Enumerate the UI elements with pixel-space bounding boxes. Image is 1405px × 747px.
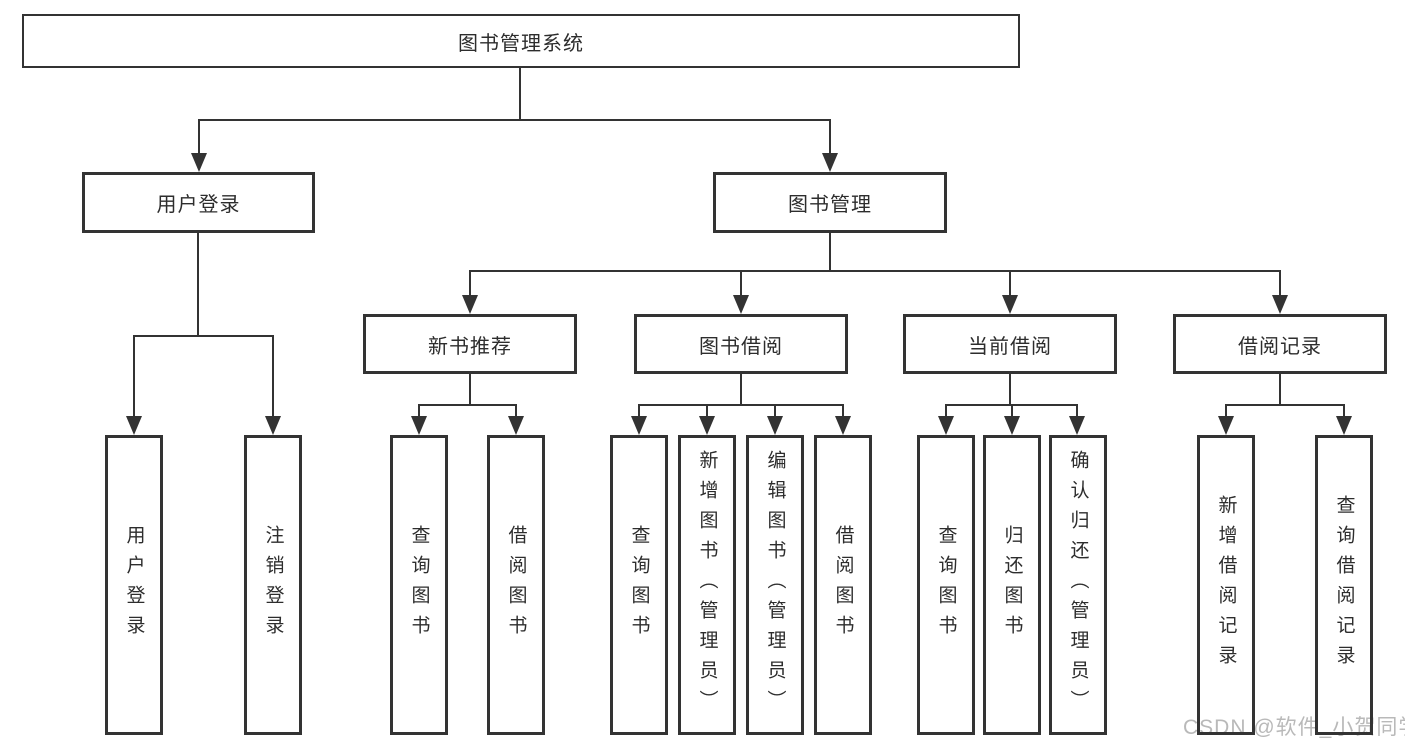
arrowhead-down bbox=[1002, 295, 1018, 314]
node-label: 图书管理系统 bbox=[458, 32, 584, 55]
arrowhead-down bbox=[126, 416, 142, 435]
connector-line bbox=[1225, 404, 1345, 406]
leaf-edit-books-admin: 编辑图书（管理员） bbox=[746, 435, 804, 735]
leaf-query-books: 查询图书 bbox=[390, 435, 448, 735]
connector-line bbox=[1076, 404, 1078, 418]
connector-line bbox=[197, 233, 199, 337]
node-label: 新书推荐 bbox=[428, 335, 512, 358]
connector-line bbox=[198, 119, 200, 157]
connector-line bbox=[706, 404, 708, 418]
connector-line bbox=[133, 335, 274, 337]
connector-line bbox=[418, 404, 517, 406]
connector-line bbox=[945, 404, 947, 418]
connector-line bbox=[829, 233, 831, 272]
connector-line bbox=[418, 404, 420, 418]
leaf-query-borrow-record: 查询借阅记录 bbox=[1315, 435, 1373, 735]
arrowhead-down bbox=[265, 416, 281, 435]
arrowhead-down bbox=[1272, 295, 1288, 314]
leaf-borrow-books-2: 借阅图书 bbox=[814, 435, 872, 735]
arrowhead-down bbox=[1336, 416, 1352, 435]
connector-line bbox=[638, 404, 844, 406]
connector-line bbox=[1011, 404, 1013, 418]
node-label: 查询图书 bbox=[935, 525, 957, 645]
arrowhead-down bbox=[1218, 416, 1234, 435]
arrowhead-down bbox=[733, 295, 749, 314]
node-label: 借阅记录 bbox=[1238, 335, 1322, 358]
arrowhead-down bbox=[822, 153, 838, 172]
connector-line bbox=[515, 404, 517, 418]
node-user-login: 用户登录 bbox=[82, 172, 315, 233]
node-label: 确认归还（管理员） bbox=[1067, 450, 1089, 720]
arrowhead-down bbox=[191, 153, 207, 172]
node-label: 编辑图书（管理员） bbox=[764, 450, 786, 720]
arrowhead-down bbox=[508, 416, 524, 435]
node-label: 查询借阅记录 bbox=[1333, 495, 1355, 675]
node-label: 借阅图书 bbox=[832, 525, 854, 645]
node-borrow-records: 借阅记录 bbox=[1173, 314, 1387, 374]
leaf-add-books-admin: 新增图书（管理员） bbox=[678, 435, 736, 735]
connector-line bbox=[519, 68, 521, 120]
node-current-borrow: 当前借阅 bbox=[903, 314, 1117, 374]
node-label: 查询图书 bbox=[408, 525, 430, 645]
node-label: 注销登录 bbox=[262, 525, 284, 645]
leaf-return-books: 归还图书 bbox=[983, 435, 1041, 735]
connector-line bbox=[740, 270, 742, 296]
connector-line bbox=[1279, 374, 1281, 406]
connector-line bbox=[1009, 270, 1011, 296]
connector-line bbox=[469, 270, 1281, 272]
node-label: 图书管理 bbox=[788, 194, 872, 216]
connector-line bbox=[198, 119, 831, 121]
node-book-management: 图书管理 bbox=[713, 172, 947, 233]
arrowhead-down bbox=[462, 295, 478, 314]
connector-line bbox=[638, 404, 640, 418]
arrowhead-down bbox=[1069, 416, 1085, 435]
connector-line bbox=[133, 335, 135, 417]
arrowhead-down bbox=[1004, 416, 1020, 435]
connector-line bbox=[272, 335, 274, 417]
node-new-book-recommend: 新书推荐 bbox=[363, 314, 577, 374]
arrowhead-down bbox=[938, 416, 954, 435]
node-label: 用户登录 bbox=[123, 525, 145, 645]
connector-line bbox=[1009, 374, 1011, 406]
connector-line bbox=[469, 270, 471, 296]
node-label: 查询图书 bbox=[628, 525, 650, 645]
node-label: 借阅图书 bbox=[505, 525, 527, 645]
leaf-logout-login: 注销登录 bbox=[244, 435, 302, 735]
connector-line bbox=[829, 119, 831, 157]
connector-line bbox=[1225, 404, 1227, 418]
leaf-user-login: 用户登录 bbox=[105, 435, 163, 735]
arrowhead-down bbox=[411, 416, 427, 435]
connector-line bbox=[1343, 404, 1345, 418]
node-label: 图书借阅 bbox=[699, 335, 783, 358]
arrowhead-down bbox=[699, 416, 715, 435]
arrowhead-down bbox=[767, 416, 783, 435]
node-label: 新增借阅记录 bbox=[1215, 495, 1237, 675]
connector-line bbox=[469, 374, 471, 406]
node-label: 新增图书（管理员） bbox=[696, 450, 718, 720]
leaf-add-borrow-record: 新增借阅记录 bbox=[1197, 435, 1255, 735]
leaf-confirm-return-admin: 确认归还（管理员） bbox=[1049, 435, 1107, 735]
connector-line bbox=[1279, 270, 1281, 296]
leaf-query-books-3: 查询图书 bbox=[917, 435, 975, 735]
node-book-borrow: 图书借阅 bbox=[634, 314, 848, 374]
connector-line bbox=[842, 404, 844, 418]
node-label: 用户登录 bbox=[156, 194, 241, 216]
arrowhead-down bbox=[631, 416, 647, 435]
node-label: 归还图书 bbox=[1001, 525, 1023, 645]
leaf-borrow-books: 借阅图书 bbox=[487, 435, 545, 735]
leaf-query-books-2: 查询图书 bbox=[610, 435, 668, 735]
watermark-text: CSDN @软件_小贺同学 bbox=[1183, 716, 1405, 739]
arrowhead-down bbox=[835, 416, 851, 435]
node-label: 当前借阅 bbox=[968, 335, 1052, 358]
connector-line bbox=[740, 374, 742, 406]
node-root: 图书管理系统 bbox=[22, 14, 1020, 68]
connector-line bbox=[774, 404, 776, 418]
